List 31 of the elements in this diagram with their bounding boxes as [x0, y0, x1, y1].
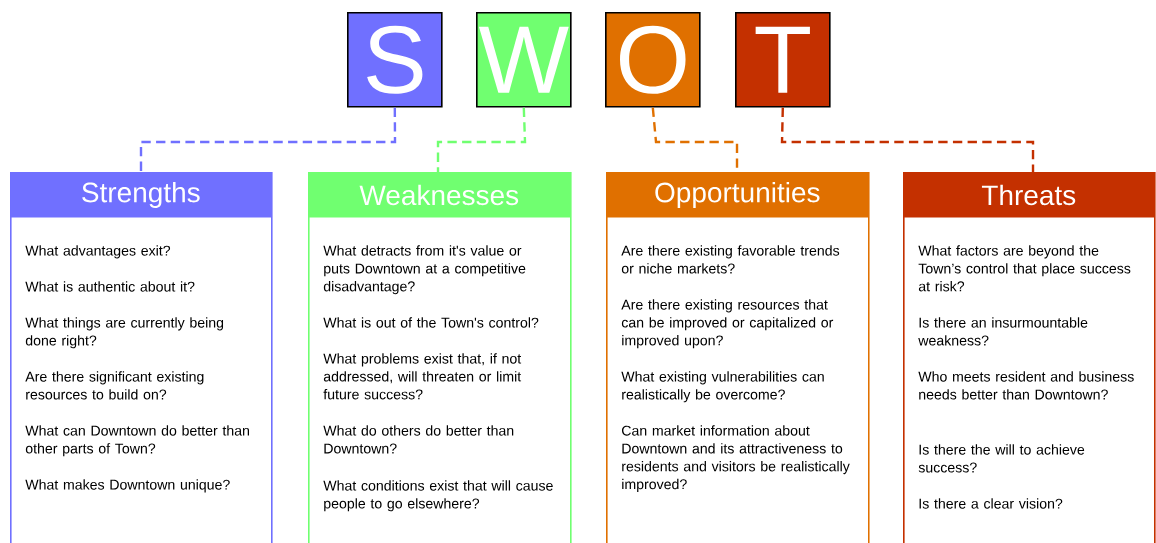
letter-box: T	[735, 12, 831, 108]
question-text: What existing vulnerabilities can realistically be overcome?	[621, 371, 824, 403]
question-text: What do others do better than Downtown?	[323, 425, 514, 454]
question-text: What advantages exit?	[25, 245, 171, 259]
question-text: What is out of the Town's control?	[323, 317, 539, 328]
question-text: Are there existing resources that can be improved or capitalized or improved upon?	[621, 299, 834, 349]
question-text: What conditions exist that will cause people to go elsewhere?	[323, 480, 553, 512]
question-text: What is authentic about it?	[25, 281, 195, 292]
question-text: What problems exist that, if not addressed, will threaten or limit future success?	[323, 353, 522, 400]
question-text: Can market information about Downtown and its attractiveness to residents and visitors be realistically improved?	[622, 425, 850, 493]
dashed-connector	[139, 107, 397, 172]
question-text: What factors are beyond the Town’s control that place success at risk?	[918, 245, 1131, 292]
question-text: What can Downtown do better than other parts of Town?	[25, 425, 249, 457]
question-text: Is there an insurmountable weakness?	[918, 317, 1088, 346]
column-heading: Weaknesses	[308, 172, 571, 218]
column-heading: Opportunities	[606, 172, 869, 218]
question-text: Is there the will to achieve success?	[918, 444, 1085, 473]
question-text: What things are currently being done right?	[25, 317, 224, 349]
question-text: What detracts from it's value or puts Downtown at a competitive disadvantage?	[323, 245, 526, 295]
question-text: Are there existing favorable trends or niche markets?	[621, 245, 840, 274]
letter-box: W	[476, 12, 572, 108]
column-heading: Threats	[903, 172, 1155, 218]
column-heading: Strengths	[10, 172, 272, 218]
question-text: Is there a clear vision?	[919, 498, 1063, 509]
question-text: What makes Downtown unique?	[25, 479, 230, 493]
letter-box: O	[605, 12, 701, 108]
question-text: Are there significant existing resources to build on?	[25, 371, 204, 400]
question-text: Who meets resident and business needs better than Downtown?	[918, 371, 1134, 400]
dashed-connector	[780, 107, 1035, 172]
letter-box: S	[347, 12, 443, 108]
dashed-connector	[436, 107, 527, 172]
